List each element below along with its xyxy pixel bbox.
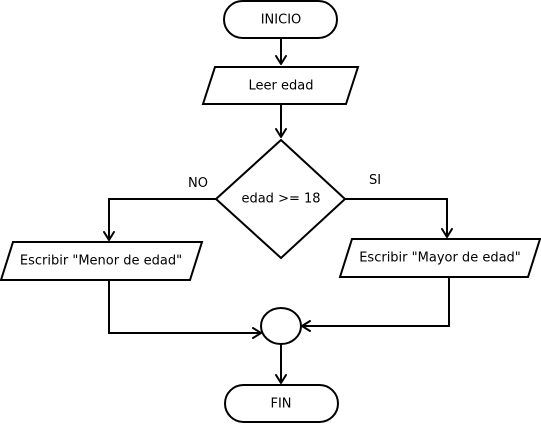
- edge-adult-to-merge: [301, 277, 450, 332]
- end-label: FIN: [270, 397, 291, 412]
- edge-decision-to-minor: [103, 198, 216, 241]
- start-terminal: INICIO: [223, 0, 338, 39]
- edge-start-to-input: [275, 38, 287, 65]
- end-terminal: FIN: [224, 384, 339, 423]
- input-label: Leer edad: [249, 79, 314, 94]
- output-adult-node: Escribir "Mayor de edad": [338, 238, 541, 278]
- edge-minor-to-merge: [108, 280, 262, 339]
- edge-input-to-decision: [275, 104, 287, 138]
- edge-label-yes: SI: [369, 173, 381, 188]
- merge-connector: [260, 307, 302, 345]
- output-adult-label: Escribir "Mayor de edad": [359, 251, 521, 266]
- start-label: INICIO: [261, 13, 302, 28]
- output-minor-label: Escribir "Menor de edad": [20, 254, 182, 269]
- input-node: Leer edad: [201, 66, 360, 105]
- output-minor-node: Escribir "Menor de edad": [0, 241, 204, 281]
- decision-label: edad >= 18: [241, 192, 320, 207]
- edge-label-no: NO: [188, 176, 208, 191]
- decision-node: edad >= 18: [214, 138, 347, 260]
- edge-decision-to-adult: [345, 198, 453, 238]
- edge-merge-to-end: [275, 344, 287, 384]
